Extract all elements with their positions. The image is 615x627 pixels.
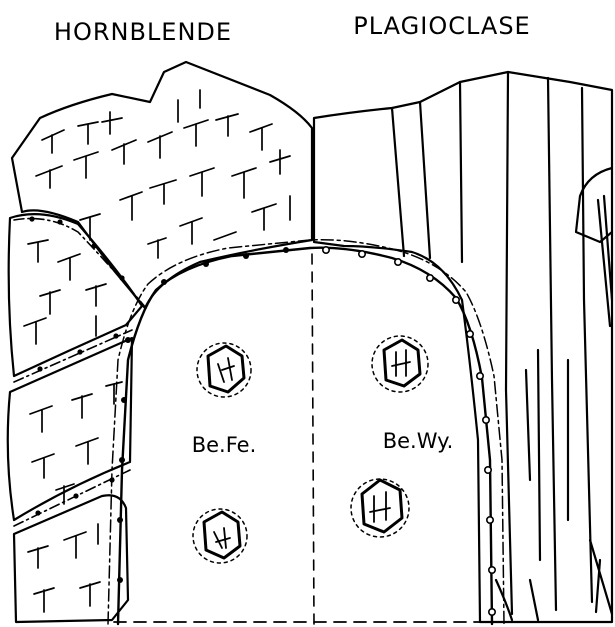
hornblende-label: HORNBLENDE	[54, 18, 232, 46]
plagioclase-grain	[314, 72, 612, 622]
plagioclase-outline	[314, 72, 612, 622]
be-fe-label: Be.Fe.	[192, 433, 257, 457]
be-wy-label: Be.Wy.	[383, 429, 454, 453]
inclusion-left-lower	[193, 509, 247, 563]
hornblende-grain-left-middle	[8, 338, 132, 520]
hornblende-grains	[8, 62, 312, 622]
inclusion-right-upper	[372, 336, 428, 392]
inclusion-left-upper	[197, 343, 251, 397]
inclusion-right-lower	[351, 479, 409, 537]
hornblende-grain-left-upper	[9, 214, 142, 376]
plagioclase-label: PLAGIOCLASE	[353, 12, 530, 40]
